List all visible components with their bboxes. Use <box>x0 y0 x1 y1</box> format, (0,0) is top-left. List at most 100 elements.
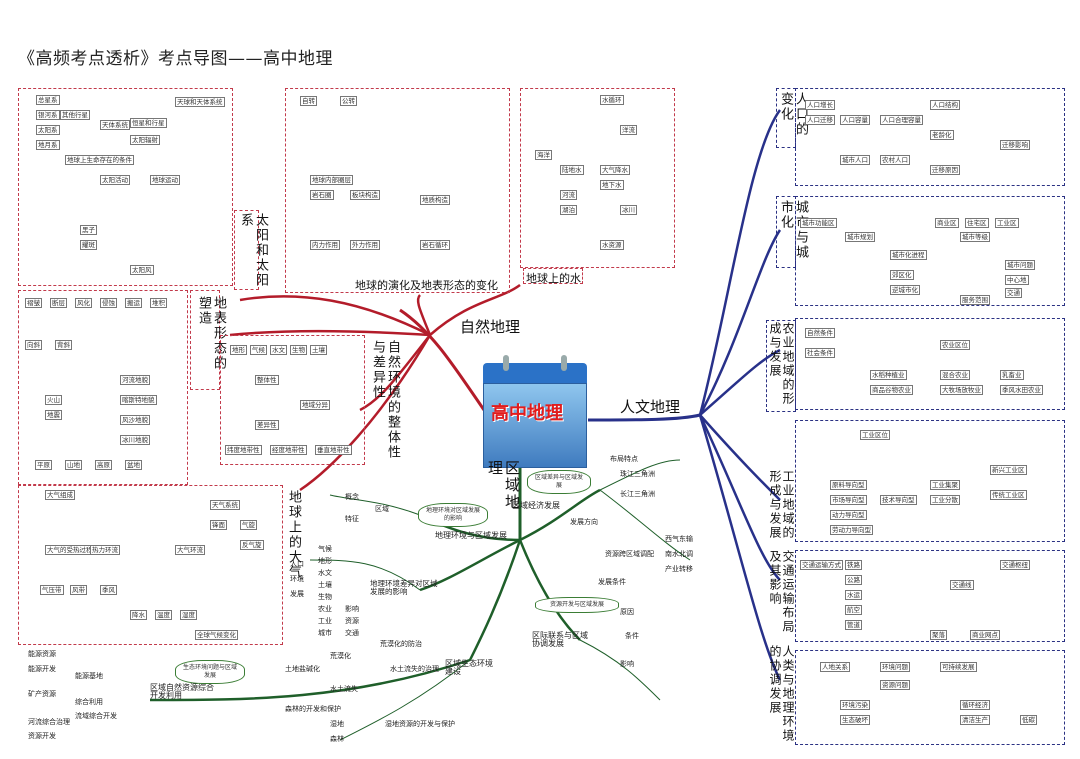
transport-node: 公路 <box>845 575 862 585</box>
urban-section-box <box>795 196 1065 306</box>
landform-node: 山地 <box>65 460 82 470</box>
harmony-section-label: 人类与地理环境的协调发展 <box>768 645 795 743</box>
regional-node: 发展方向 <box>570 518 598 526</box>
urban-node: 商业区 <box>935 218 959 228</box>
transport-node: 航空 <box>845 605 862 615</box>
urban-node: 城市等级 <box>960 232 990 242</box>
atmosphere-node: 大气的受热过程 <box>45 545 95 555</box>
integrity-node: 地域分异 <box>300 400 330 410</box>
water-section-box <box>520 88 675 268</box>
transport-node: 交通枢纽 <box>1000 560 1030 570</box>
resource-node: 能源开发 <box>28 665 56 673</box>
harmony-node: 资源问题 <box>880 680 910 690</box>
evolution-node: 板块构造 <box>350 190 380 200</box>
landform-section-box <box>18 290 188 485</box>
solar-node: 恒星和行星 <box>130 118 167 128</box>
integrity-node: 生物 <box>290 345 307 355</box>
calendar-ring-icon <box>561 355 567 371</box>
resource-node: 能源基地 <box>75 672 103 680</box>
regional-section-label: 地理环境差异对区域发展的影响 <box>370 579 438 596</box>
urban-node: 城市功能区 <box>800 218 837 228</box>
regional-node: 气候 <box>318 545 332 553</box>
evolution-node: 公转 <box>340 96 357 106</box>
atmosphere-node: 反气旋 <box>240 540 264 550</box>
resource-node: 河流综合治理 <box>28 718 70 726</box>
resource-node: 综合利用 <box>75 698 103 706</box>
water-label-box <box>523 268 583 284</box>
eco-node: 土地盐碱化 <box>285 665 320 673</box>
regional-node: 区域 <box>375 505 389 513</box>
regional-node: 原因 <box>620 608 634 616</box>
integrity-node: 土壤 <box>310 345 327 355</box>
regional-node: 产业转移 <box>665 565 693 573</box>
regional-node: 生物 <box>318 593 332 601</box>
landform-node: 冰川地貌 <box>120 435 150 445</box>
evolution-node: 外力作用 <box>350 240 380 250</box>
globe-image <box>483 383 587 468</box>
industry-section-box <box>795 420 1065 542</box>
atmosphere-node: 锋面 <box>210 520 227 530</box>
atmosphere-node: 全球气候变化 <box>195 630 238 640</box>
regional-section-label: 区域经济发展 <box>512 501 560 510</box>
regional-node: 地形 <box>318 557 332 565</box>
regional-node: 西气东输 <box>665 535 693 543</box>
atmosphere-node: 大气环流 <box>175 545 205 555</box>
atmosphere-node: 湿度 <box>180 610 197 620</box>
water-node: 水资源 <box>600 240 624 250</box>
integrity-node: 地形 <box>230 345 247 355</box>
industry-node: 工业分散 <box>930 495 960 505</box>
integrity-node: 纬度地带性 <box>225 445 262 455</box>
center-calendar: 高中地理 <box>483 355 587 468</box>
regional-node: 环境 <box>290 575 304 583</box>
landform-node: 搬运 <box>125 298 142 308</box>
regional-node: 珠江三角洲 <box>620 470 655 478</box>
atmosphere-node: 天气系统 <box>210 500 240 510</box>
solar-node: 太阳风 <box>130 265 154 275</box>
industry-node: 传统工业区 <box>990 490 1027 500</box>
water-node: 地下水 <box>600 180 624 190</box>
regional-node: 城市 <box>318 629 332 637</box>
regional-oval: 地理环境对区域发展的影响 <box>418 503 488 527</box>
evolution-node: 地球内部圈层 <box>310 175 353 185</box>
landform-node: 风化 <box>75 298 92 308</box>
atmosphere-node: 气旋 <box>240 520 257 530</box>
natural-branch-label: 自然地理 <box>460 318 521 336</box>
transport-node: 铁路 <box>845 560 862 570</box>
harmony-node: 环境污染 <box>840 700 870 710</box>
industry-node: 动力导向型 <box>830 510 867 520</box>
regional-node: 概念 <box>345 493 359 501</box>
water-node: 大气降水 <box>600 165 630 175</box>
integrity-node: 整体性 <box>255 375 279 385</box>
landform-section-label: 地表形态的塑造 <box>196 296 226 371</box>
evolution-node: 自转 <box>300 96 317 106</box>
solar-node: 地球上生命存在的条件 <box>65 155 134 165</box>
harmony-node: 低碳 <box>1020 715 1037 725</box>
landform-node: 向斜 <box>25 340 42 350</box>
landform-node: 褶皱 <box>25 298 42 308</box>
evolution-node: 岩石圈 <box>310 190 334 200</box>
regional-node: 影响 <box>345 605 359 613</box>
regional-node: 特征 <box>345 515 359 523</box>
transport-section-label: 交通运输布局及其影响 <box>768 550 795 634</box>
transport-node: 交通运输方式 <box>800 560 843 570</box>
transport-node: 水运 <box>845 590 862 600</box>
regional-node: 农业 <box>318 605 332 613</box>
regional-node: 水文 <box>318 569 332 577</box>
evolution-node: 内力作用 <box>310 240 340 250</box>
landform-node: 喀斯特地貌 <box>120 395 157 405</box>
landform-node: 高原 <box>95 460 112 470</box>
regional-section-label: 区域生态环境建设 <box>445 659 493 676</box>
urban-node: 城市问题 <box>1005 260 1035 270</box>
resource-node: 能源资源 <box>28 650 56 658</box>
urban-node: 城市规划 <box>845 232 875 242</box>
landform-node: 河流地貌 <box>120 375 150 385</box>
regional-oval: 生态环境问题与区域发展 <box>175 660 245 684</box>
solar-node: 黑子 <box>80 225 97 235</box>
integrity-node: 经度地带性 <box>270 445 307 455</box>
atmosphere-section-box <box>18 485 283 645</box>
harmony-node: 循环经济 <box>960 700 990 710</box>
regional-node: 土壤 <box>318 581 332 589</box>
landform-node: 地震 <box>45 410 62 420</box>
harmony-node: 环境问题 <box>880 662 910 672</box>
